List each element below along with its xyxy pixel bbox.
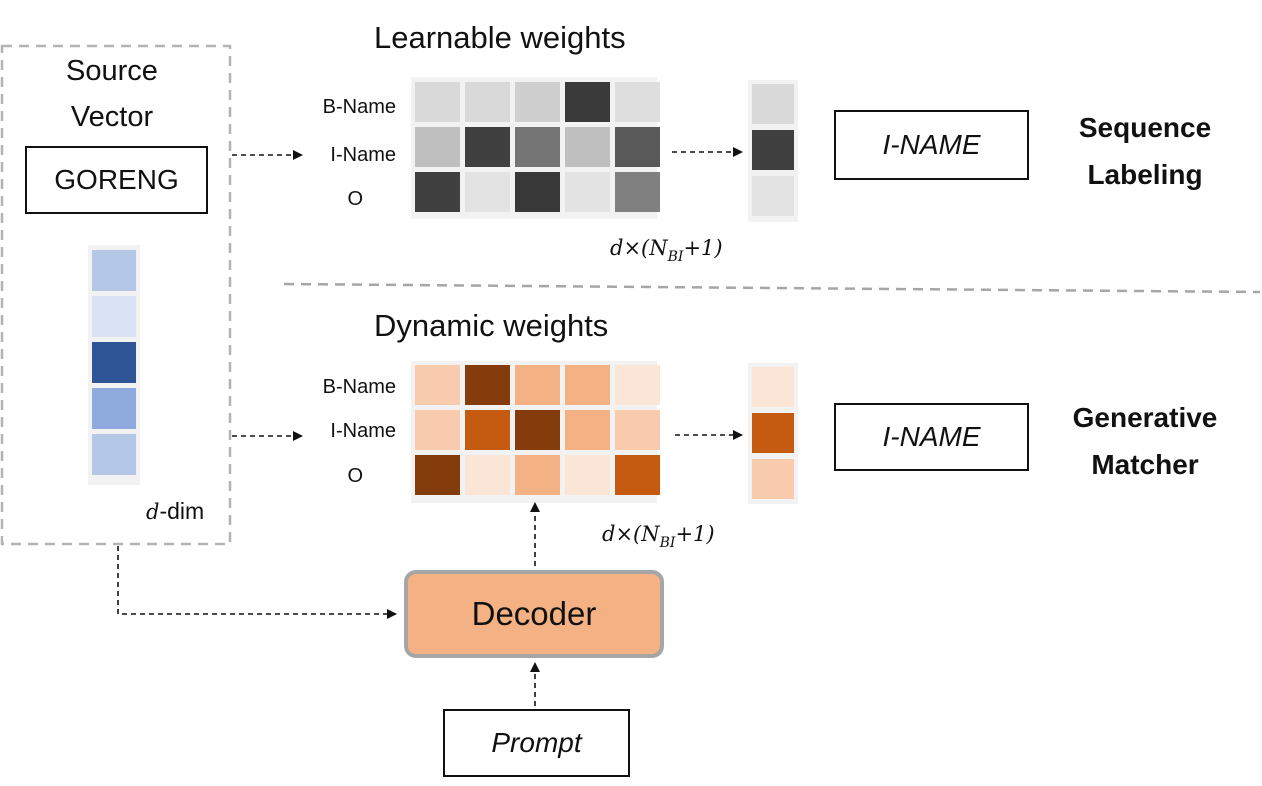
dimension-variable: d xyxy=(146,500,160,524)
source-vector-cell-4 xyxy=(92,434,136,475)
learnable-result-box: I-NAME xyxy=(834,110,1029,180)
dynamic-cell-0-0 xyxy=(415,365,460,405)
dynamic-output-vector xyxy=(752,367,794,499)
dynamic-cell-2-1 xyxy=(465,455,510,495)
dynamic-row-label-b-name: B-Name xyxy=(322,376,396,398)
dynamic-row-label-i-name: I-Name xyxy=(330,420,396,442)
dynamic-output-cell-1 xyxy=(752,413,794,453)
learnable-cell-1-0 xyxy=(415,127,460,167)
learnable-cell-1-3 xyxy=(565,127,610,167)
learnable-cell-2-4 xyxy=(615,172,660,212)
dynamic-cell-0-4 xyxy=(615,365,660,405)
learnable-cell-2-1 xyxy=(465,172,510,212)
source-vector-cell-0 xyxy=(92,250,136,291)
dynamic-weights-title: Dynamic weights xyxy=(374,308,609,343)
source-title-line1: Source xyxy=(66,55,158,87)
dimension-label: d-dim xyxy=(146,500,204,523)
dynamic-cell-2-2 xyxy=(515,455,560,495)
learnable-cell-1-1 xyxy=(465,127,510,167)
dynamic-cell-0-2 xyxy=(515,365,560,405)
dynamic-cell-0-1 xyxy=(465,365,510,405)
source-token-box: GORENG xyxy=(25,146,208,214)
dimension-suffix: -dim xyxy=(159,498,205,524)
learnable-row-label-i-name: I-Name xyxy=(330,144,396,166)
dynamic-result-label: I-NAME xyxy=(882,421,981,452)
source-vector-cell-1 xyxy=(92,296,136,337)
learnable-row-label-o: O xyxy=(347,188,363,210)
learnable-cell-0-4 xyxy=(615,82,660,122)
dynamic-cell-1-2 xyxy=(515,410,560,450)
learnable-dimension-formula: d×(NBI+1) xyxy=(610,236,723,265)
decoder-label: Decoder xyxy=(471,595,597,632)
sequence-labeling-label: Sequence Labeling xyxy=(1078,112,1212,190)
generative-matcher-label: Generative Matcher xyxy=(1072,402,1218,480)
dynamic-cell-1-0 xyxy=(415,410,460,450)
learnable-cell-2-3 xyxy=(565,172,610,212)
learnable-output-cell-2 xyxy=(752,176,794,216)
prompt-box: Prompt xyxy=(443,709,630,777)
learnable-weights-title: Learnable weights xyxy=(374,20,626,55)
learnable-output-cell-1 xyxy=(752,130,794,170)
prompt-label: Prompt xyxy=(491,727,582,758)
dynamic-cell-2-3 xyxy=(565,455,610,495)
learnable-cell-2-2 xyxy=(515,172,560,212)
source-token-label: GORENG xyxy=(54,164,179,195)
learnable-cell-0-3 xyxy=(565,82,610,122)
source-vector-cells xyxy=(92,250,136,475)
learnable-weight-matrix xyxy=(415,82,660,212)
dynamic-cell-0-3 xyxy=(565,365,610,405)
dynamic-dimension-formula: d×(NBI+1) xyxy=(602,522,715,551)
decoder-block: Decoder xyxy=(404,570,664,658)
dynamic-cell-1-1 xyxy=(465,410,510,450)
learnable-result-label: I-NAME xyxy=(882,129,981,160)
dynamic-weight-matrix xyxy=(415,365,660,495)
source-vector-cell-2 xyxy=(92,342,136,383)
arrow-source-to-decoder xyxy=(117,546,397,619)
learnable-output-cell-0 xyxy=(752,84,794,124)
dynamic-cell-1-3 xyxy=(565,410,610,450)
learnable-cell-0-2 xyxy=(515,82,560,122)
learnable-cell-1-2 xyxy=(515,127,560,167)
dynamic-output-cell-0 xyxy=(752,367,794,407)
dynamic-cell-2-4 xyxy=(615,455,660,495)
dynamic-cell-2-0 xyxy=(415,455,460,495)
source-vector-panel xyxy=(0,44,232,546)
learnable-cell-0-0 xyxy=(415,82,460,122)
dynamic-output-cell-2 xyxy=(752,459,794,499)
learnable-cell-1-4 xyxy=(615,127,660,167)
source-vector-cell-3 xyxy=(92,388,136,429)
learnable-cell-2-0 xyxy=(415,172,460,212)
learnable-row-label-b-name: B-Name xyxy=(322,96,396,118)
source-title-line2: Vector xyxy=(70,101,154,133)
learnable-output-vector xyxy=(752,84,794,216)
dynamic-row-label-o: O xyxy=(347,465,363,487)
learnable-cell-0-1 xyxy=(465,82,510,122)
section-separator xyxy=(283,282,1261,294)
dynamic-cell-1-4 xyxy=(615,410,660,450)
dynamic-result-box: I-NAME xyxy=(834,403,1029,471)
